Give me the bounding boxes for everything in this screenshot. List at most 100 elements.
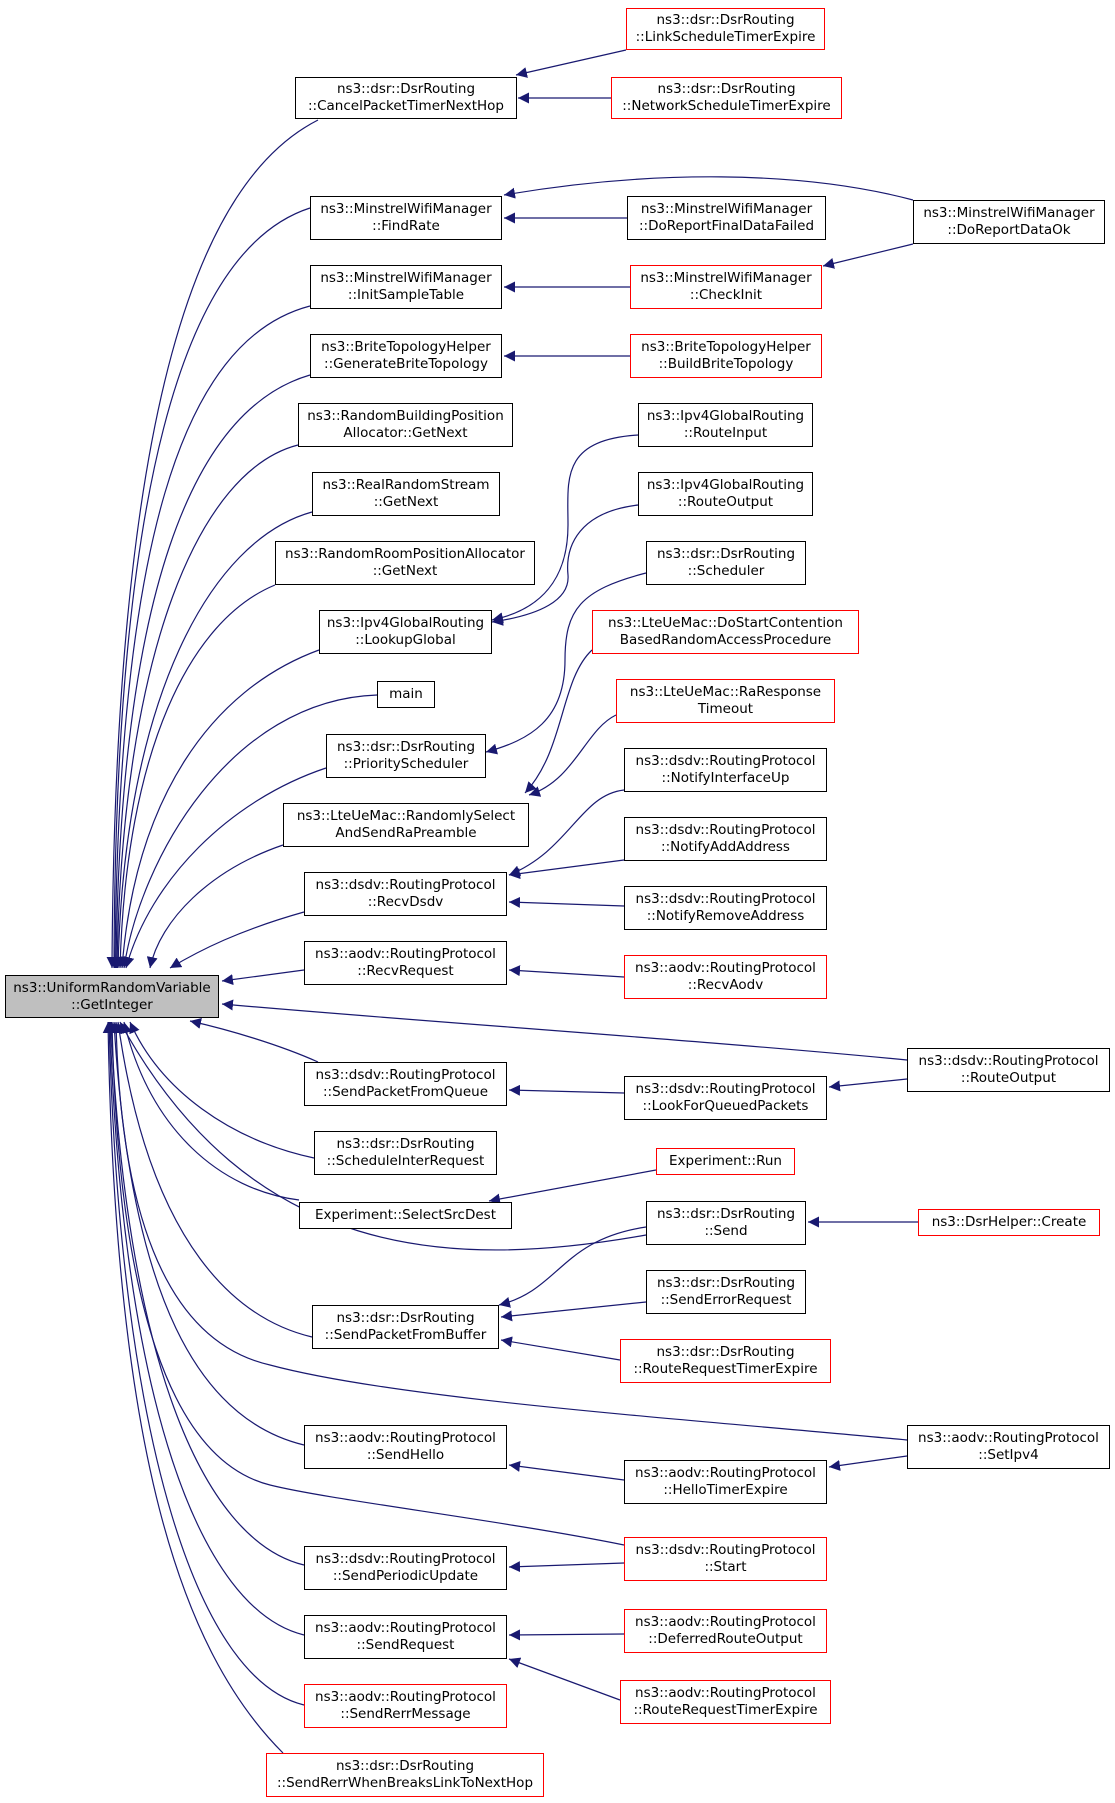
- node-doreportfinaldatafailed[interactable]: ns3::MinstrelWifiManager::DoReportFinalD…: [627, 196, 826, 240]
- node-lookupglobal[interactable]: ns3::Ipv4GlobalRouting::LookupGlobal: [319, 610, 492, 654]
- node-line-1: ns3::aodv::RoutingProtocol: [315, 1689, 496, 1705]
- call-edge: [102, 1021, 284, 1754]
- node-checkinit[interactable]: ns3::MinstrelWifiManager::CheckInit: [630, 265, 822, 309]
- node-aodv-sendrequest[interactable]: ns3::aodv::RoutingProtocol::SendRequest: [304, 1615, 507, 1659]
- call-edge: [108, 207, 311, 969]
- call-edge: [112, 511, 313, 969]
- call-edge: [114, 1021, 313, 1338]
- node-initsampletable[interactable]: ns3::MinstrelWifiManager::InitSampleTabl…: [310, 265, 502, 309]
- node-lookforqueuedpackets[interactable]: ns3::dsdv::RoutingProtocol::LookForQueue…: [624, 1076, 827, 1120]
- node-line-2: ::Start: [704, 1559, 747, 1575]
- node-line-2: ::BuildBriteTopology: [658, 356, 794, 372]
- node-routeinput[interactable]: ns3::Ipv4GlobalRouting::RouteInput: [638, 403, 813, 447]
- node-randomroompositionallocator[interactable]: ns3::RandomRoomPositionAllocator::GetNex…: [275, 541, 535, 585]
- call-edge: [129, 1021, 315, 1159]
- node-line-1: ns3::dsr::DsrRouting: [656, 1206, 796, 1222]
- node-line-1: ns3::BriteTopologyHelper: [641, 339, 811, 355]
- node-line-1: ns3::BriteTopologyHelper: [321, 339, 491, 355]
- node-networkscheduletimerexpire[interactable]: ns3::dsr::DsrRouting::NetworkScheduleTim…: [611, 77, 842, 119]
- node-notifyremoveaddress[interactable]: ns3::dsdv::RoutingProtocol::NotifyRemove…: [624, 886, 827, 930]
- node-line-1: ns3::dsr::DsrRouting: [336, 1136, 475, 1152]
- call-edge: [508, 1629, 625, 1641]
- node-sendpacketfromqueue[interactable]: ns3::dsdv::RoutingProtocol::SendPacketFr…: [304, 1062, 507, 1106]
- node-line-1: ns3::RandomBuildingPosition: [307, 408, 504, 424]
- node-line-2: ::RecvDsdv: [367, 894, 444, 910]
- node-dsdv-routeoutput[interactable]: ns3::dsdv::RoutingProtocol::RouteOutput: [907, 1048, 1110, 1092]
- node-setipv4[interactable]: ns3::aodv::RoutingProtocol::SetIpv4: [907, 1425, 1110, 1469]
- node-line-1: ns3::Ipv4GlobalRouting: [646, 408, 805, 424]
- call-edge: [498, 1226, 647, 1308]
- node-line-1: ns3::Ipv4GlobalRouting: [646, 477, 805, 493]
- node-experiment-run[interactable]: Experiment::Run: [656, 1148, 795, 1175]
- node-hellotimerexpire[interactable]: ns3::aodv::RoutingProtocol::HelloTimerEx…: [624, 1460, 827, 1504]
- node-linkscheduletimerexpire[interactable]: ns3::dsr::DsrRouting::LinkScheduleTimerE…: [626, 8, 825, 50]
- node-line-1: Experiment::Run: [669, 1153, 782, 1169]
- node-recvdsdv[interactable]: ns3::dsdv::RoutingProtocol::RecvDsdv: [304, 872, 507, 916]
- node-line-1: ns3::MinstrelWifiManager: [320, 201, 492, 217]
- node-line-2: ::SendRequest: [356, 1637, 455, 1653]
- node-line-2: ::RecvRequest: [357, 963, 454, 979]
- node-line-1: ns3::MinstrelWifiManager: [640, 270, 812, 286]
- node-recvaodv[interactable]: ns3::aodv::RoutingProtocol::RecvAodv: [624, 955, 827, 999]
- node-line-2: ::RouteRequestTimerExpire: [633, 1702, 818, 1718]
- node-line-1: ns3::RandomRoomPositionAllocator: [285, 546, 525, 562]
- node-findrate[interactable]: ns3::MinstrelWifiManager::FindRate: [310, 196, 502, 240]
- node-dsr-routerequesttimerexpire[interactable]: ns3::dsr::DsrRouting::RouteRequestTimerE…: [620, 1339, 831, 1383]
- node-dsrhelper-create[interactable]: ns3::DsrHelper::Create: [918, 1209, 1100, 1236]
- node-buildbritetopology[interactable]: ns3::BriteTopologyHelper::BuildBriteTopo…: [630, 334, 822, 378]
- node-line-1: ns3::dsdv::RoutingProtocol: [315, 1551, 496, 1567]
- call-edge: [524, 649, 593, 794]
- node-cancelpackettimernexthop[interactable]: ns3::dsr::DsrRouting::CancelPacketTimerN…: [295, 77, 517, 119]
- node-priorityscheduler[interactable]: ns3::dsr::DsrRouting::PriorityScheduler: [326, 734, 486, 778]
- node-deferredrouteoutput[interactable]: ns3::aodv::RoutingProtocol::DeferredRout…: [624, 1609, 827, 1653]
- node-scheduleinterrequest[interactable]: ns3::dsr::DsrRouting::ScheduleInterReque…: [314, 1131, 497, 1175]
- node-line-1: Experiment::SelectSrcDest: [314, 1207, 497, 1223]
- node-line-1: ns3::UniformRandomVariable: [13, 979, 211, 996]
- call-edge: [221, 999, 908, 1061]
- node-line-1: ns3::dsr::DsrRouting: [336, 1310, 475, 1326]
- node-dsr-send[interactable]: ns3::dsr::DsrRouting::Send: [646, 1201, 806, 1245]
- call-edge: [491, 504, 639, 626]
- node-sendpacketfrombuffer[interactable]: ns3::dsr::DsrRouting::SendPacketFromBuff…: [312, 1305, 499, 1349]
- node-scheduler[interactable]: ns3::dsr::DsrRouting::Scheduler: [646, 541, 806, 585]
- call-edge: [109, 1021, 305, 1446]
- node-line-1: ns3::aodv::RoutingProtocol: [635, 1614, 816, 1630]
- node-doreportdataok[interactable]: ns3::MinstrelWifiManager::DoReportDataOk: [913, 200, 1105, 244]
- node-line-1: ns3::dsr::DsrRouting: [336, 81, 476, 97]
- node-recvrequest[interactable]: ns3::aodv::RoutingProtocol::RecvRequest: [304, 941, 507, 985]
- node-line-1: ns3::dsdv::RoutingProtocol: [635, 1081, 816, 1097]
- call-edge: [189, 1018, 319, 1063]
- node-notifyaddaddress[interactable]: ns3::dsdv::RoutingProtocol::NotifyAddAdd…: [624, 817, 827, 861]
- node-line-1: ns3::dsr::DsrRouting: [656, 12, 795, 28]
- call-edge: [105, 1021, 305, 1566]
- call-edge: [485, 572, 647, 755]
- node-sendrerrmessage[interactable]: ns3::aodv::RoutingProtocol::SendRerrMess…: [304, 1684, 507, 1728]
- node-ipv4-routeoutput[interactable]: ns3::Ipv4GlobalRouting::RouteOutput: [638, 472, 813, 516]
- node-line-1: ns3::dsdv::RoutingProtocol: [635, 753, 816, 769]
- call-edge: [508, 1561, 625, 1573]
- node-sendperiodicupdate[interactable]: ns3::dsdv::RoutingProtocol::SendPeriodic…: [304, 1546, 507, 1590]
- node-sendhello[interactable]: ns3::aodv::RoutingProtocol::SendHello: [304, 1425, 507, 1469]
- node-line-2: ::SendPacketFromQueue: [322, 1084, 489, 1100]
- node-selectsrcdest[interactable]: Experiment::SelectSrcDest: [299, 1202, 512, 1229]
- node-sendrerrwhenbreakslinktonexthop[interactable]: ns3::dsr::DsrRouting::SendRerrWhenBreaks…: [266, 1753, 544, 1797]
- node-line-1: ns3::dsr::DsrRouting: [656, 1344, 795, 1360]
- node-main[interactable]: main: [377, 681, 435, 708]
- call-edge: [111, 444, 299, 969]
- node-notifyinterfaceup[interactable]: ns3::dsdv::RoutingProtocol::NotifyInterf…: [624, 748, 827, 792]
- node-line-2: ::LinkScheduleTimerExpire: [635, 29, 816, 45]
- node-dsdv-start[interactable]: ns3::dsdv::RoutingProtocol::Start: [624, 1537, 827, 1581]
- node-aodv-routerequesttimerexpire[interactable]: ns3::aodv::RoutingProtocol::RouteRequest…: [620, 1680, 831, 1724]
- node-senderrorrequest[interactable]: ns3::dsr::DsrRouting::SendErrorRequest: [646, 1270, 806, 1314]
- node-line-2: ::DoReportDataOk: [947, 222, 1071, 238]
- call-edge: [117, 649, 320, 969]
- node-line-2: ::PriorityScheduler: [343, 756, 469, 772]
- node-realrandomstream-getnext[interactable]: ns3::RealRandomStream::GetNext: [312, 472, 500, 516]
- node-generatebritetopology[interactable]: ns3::BriteTopologyHelper::GenerateBriteT…: [310, 334, 502, 378]
